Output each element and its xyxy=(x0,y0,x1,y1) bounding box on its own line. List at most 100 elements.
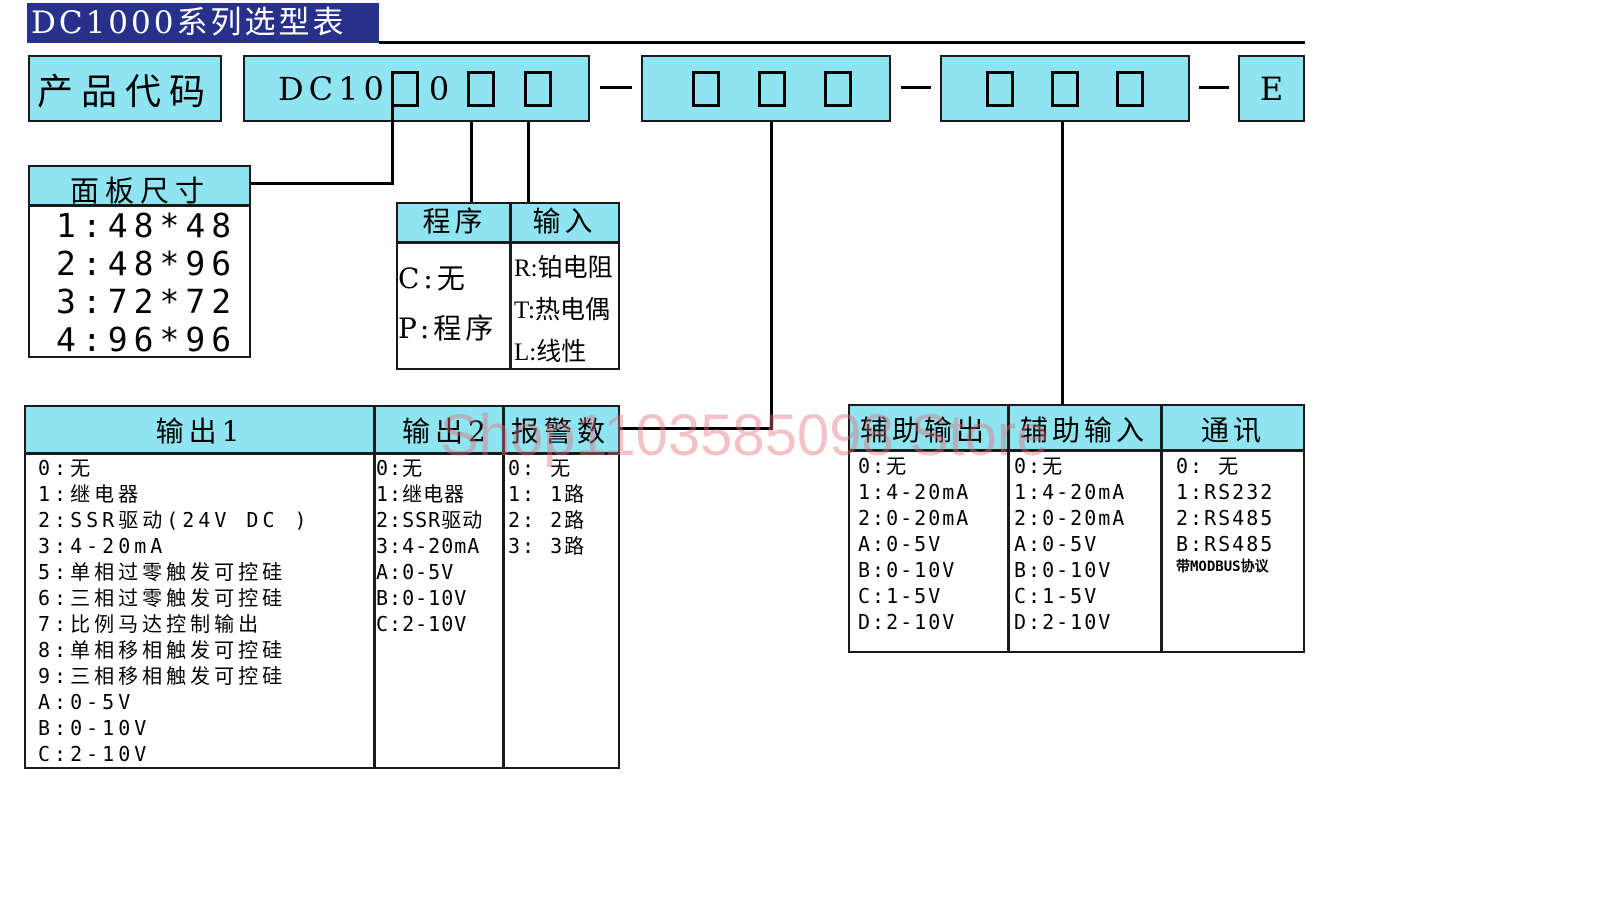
aux-output-list: 0:无 1:4-20mA 2:0-20mA A:0-5V B:0-10V C:1… xyxy=(858,453,970,635)
aux-divider-1 xyxy=(1007,406,1010,651)
code-middle: 0 xyxy=(428,69,450,108)
list-item: C:1-5V xyxy=(1014,584,1099,608)
program-input-header-row: 程序 输入 xyxy=(398,204,618,244)
list-item: R:铂电阻 xyxy=(514,255,613,282)
page-title: DC1000系列选型表 xyxy=(27,3,379,43)
output-header-row: 输出1 输出2 报警数 xyxy=(26,407,618,455)
connector-panel-vertical xyxy=(391,104,394,185)
list-item: 2:0-20mA xyxy=(858,506,971,530)
list-item: B:0-10V xyxy=(858,558,957,582)
output2-header: 输出2 xyxy=(402,415,491,448)
code-suffix: E xyxy=(1259,69,1284,108)
connector-mid-vertical xyxy=(770,122,773,430)
panel-size-table: 面板尺寸 1:48*48 2:48*96 3:72*72 4:96*96 xyxy=(28,165,251,359)
product-code-label-box: 产品代码 xyxy=(28,55,222,122)
list-item: 1:4-20mA xyxy=(858,480,971,504)
list-item: B:0-10V xyxy=(38,716,151,740)
panel-size-list: 1:48*48 2:48*96 3:72*72 4:96*96 xyxy=(30,207,249,359)
list-item: B:0-10V xyxy=(1014,558,1113,582)
list-item: 3:72*72 xyxy=(56,282,238,321)
input-header: 输入 xyxy=(532,205,597,238)
connector-input xyxy=(527,122,530,203)
list-item: 1:RS232 xyxy=(1176,480,1275,504)
code-slot-input xyxy=(524,70,553,107)
output2-list: 0:无 1:继电器 2:SSR驱动 3:4-20mA A:0-5V B:0-10… xyxy=(376,455,483,637)
list-item: A:0-5V xyxy=(376,560,455,584)
list-item: 8:单相移相触发可控硅 xyxy=(38,638,287,662)
list-item: C:2-10V xyxy=(38,742,151,766)
output-table: 输出1 输出2 报警数 0:无 1:继电器 2:SSR驱动(24V DC ) 3… xyxy=(24,405,620,769)
aux-divider-2 xyxy=(1160,406,1163,651)
code-segment-3 xyxy=(940,55,1190,122)
list-item: 2:RS485 xyxy=(1176,506,1275,530)
list-item: A:0-5V xyxy=(858,532,943,556)
list-item: 1:继电器 xyxy=(376,482,466,506)
product-code-label: 产品代码 xyxy=(36,71,213,113)
comm-list: 0: 无 1:RS232 2:RS485 B:RS485 带MODBUS协议 xyxy=(1176,453,1274,577)
output-divider-2 xyxy=(502,407,505,767)
program-header: 程序 xyxy=(422,205,487,238)
list-item: 3:4-20mA xyxy=(376,534,481,558)
list-item: 2:SSR驱动(24V DC ) xyxy=(38,508,311,532)
aux-header-row: 辅助输出 辅助输入 通讯 xyxy=(850,406,1303,452)
connector-program xyxy=(470,122,473,203)
connector-panel-horizontal xyxy=(250,182,394,185)
list-item: C:1-5V xyxy=(858,584,943,608)
list-item: D:2-10V xyxy=(1014,610,1113,634)
list-item: 1:48*48 xyxy=(56,206,238,245)
list-item: P:程序 xyxy=(398,312,498,345)
list-item: A:0-5V xyxy=(1014,532,1099,556)
list-item: 4:96*96 xyxy=(56,320,238,359)
list-item: C:无 xyxy=(398,262,469,295)
output-divider-1 xyxy=(373,407,376,767)
list-item: T:热电偶 xyxy=(514,297,610,324)
list-item: 6:三相过零触发可控硅 xyxy=(38,586,287,610)
list-item: B:RS485 xyxy=(1176,532,1275,556)
aux-comm-table: 辅助输出 辅助输入 通讯 0:无 1:4-20mA 2:0-20mA A:0-5… xyxy=(848,404,1305,653)
code-dash-1 xyxy=(600,86,632,89)
input-list: R:铂电阻 T:热电偶 L:线性 xyxy=(514,248,613,374)
aux-input-header: 辅助输入 xyxy=(1020,414,1149,447)
program-input-table: 程序 输入 C:无 P:程序 R:铂电阻 T:热电偶 L:线性 xyxy=(396,202,620,370)
list-item: A:0-5V xyxy=(38,690,135,714)
code-slot-alarm xyxy=(824,70,852,107)
list-item: L:线性 xyxy=(514,339,587,366)
comm-note: 带MODBUS协议 xyxy=(1176,559,1269,575)
alarm-header: 报警数 xyxy=(511,415,611,448)
list-item: 0: 无 xyxy=(508,456,573,480)
output1-header: 输出1 xyxy=(155,415,245,448)
list-item: 7:比例马达控制输出 xyxy=(38,612,263,636)
output1-list: 0:无 1:继电器 2:SSR驱动(24V DC ) 3:4-20mA 5:单相… xyxy=(38,455,311,767)
code-slot-comm xyxy=(1116,70,1144,107)
comm-header: 通讯 xyxy=(1201,414,1266,447)
code-slot-output1 xyxy=(692,70,720,107)
code-segment-2 xyxy=(641,55,891,122)
program-input-divider xyxy=(509,204,512,368)
list-item: 1:4-20mA xyxy=(1014,480,1127,504)
code-prefix: DC10 xyxy=(278,69,389,108)
list-item: 1: 1路 xyxy=(508,482,587,506)
list-item: 1:继电器 xyxy=(38,482,143,506)
code-slot-panel xyxy=(390,70,419,107)
code-dash-3 xyxy=(1199,86,1229,89)
list-item: 0:无 xyxy=(858,454,909,478)
list-item: 5:单相过零触发可控硅 xyxy=(38,560,287,584)
panel-size-header: 面板尺寸 xyxy=(30,167,249,208)
code-slot-aux-input xyxy=(1051,70,1079,107)
code-slot-aux-output xyxy=(986,70,1014,107)
aux-output-header: 辅助输出 xyxy=(860,414,989,447)
code-slot-output2 xyxy=(758,70,786,107)
code-segment-1: DC10 0 xyxy=(243,55,590,122)
list-item: 2:48*96 xyxy=(56,244,238,283)
list-item: 2: 2路 xyxy=(508,508,587,532)
alarm-list: 0: 无 1: 1路 2: 2路 3: 3路 xyxy=(508,455,586,559)
list-item: 3: 3路 xyxy=(508,534,587,558)
code-slot-program xyxy=(467,70,496,107)
code-dash-2 xyxy=(901,86,931,89)
list-item: 3:4-20mA xyxy=(38,534,167,558)
title-rule xyxy=(379,41,1305,44)
list-item: 0: 无 xyxy=(1176,454,1241,478)
list-item: 9:三相移相触发可控硅 xyxy=(38,664,287,688)
list-item: 2:0-20mA xyxy=(1014,506,1127,530)
list-item: C:2-10V xyxy=(376,612,468,636)
